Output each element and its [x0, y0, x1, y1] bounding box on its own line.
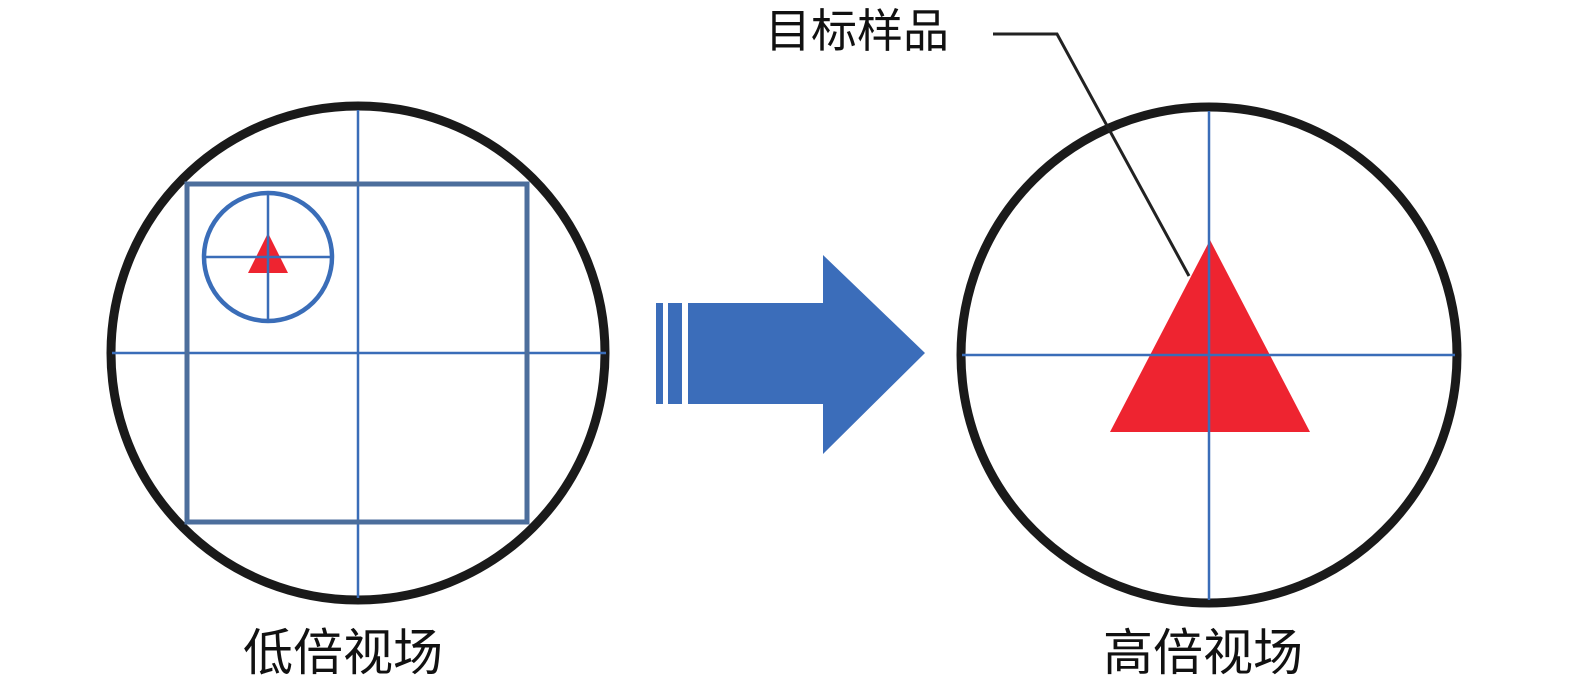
- low-field-caption: 低倍视场: [243, 624, 443, 682]
- arrow-body: [688, 255, 925, 454]
- low-field-selection-square: [184, 181, 530, 525]
- high-field-ring: [956, 102, 1462, 608]
- target-sample-leader-line: [993, 32, 1191, 277]
- magnify-arrow: [656, 255, 925, 454]
- target-sample-label: 目标样品: [765, 4, 949, 58]
- high-field-caption: 高倍视场: [1103, 624, 1303, 682]
- low-magnification-field: [106, 101, 610, 605]
- high-magnification-field: [956, 102, 1462, 608]
- arrow-stripe-1: [656, 303, 663, 404]
- arrow-stripe-2: [668, 303, 682, 404]
